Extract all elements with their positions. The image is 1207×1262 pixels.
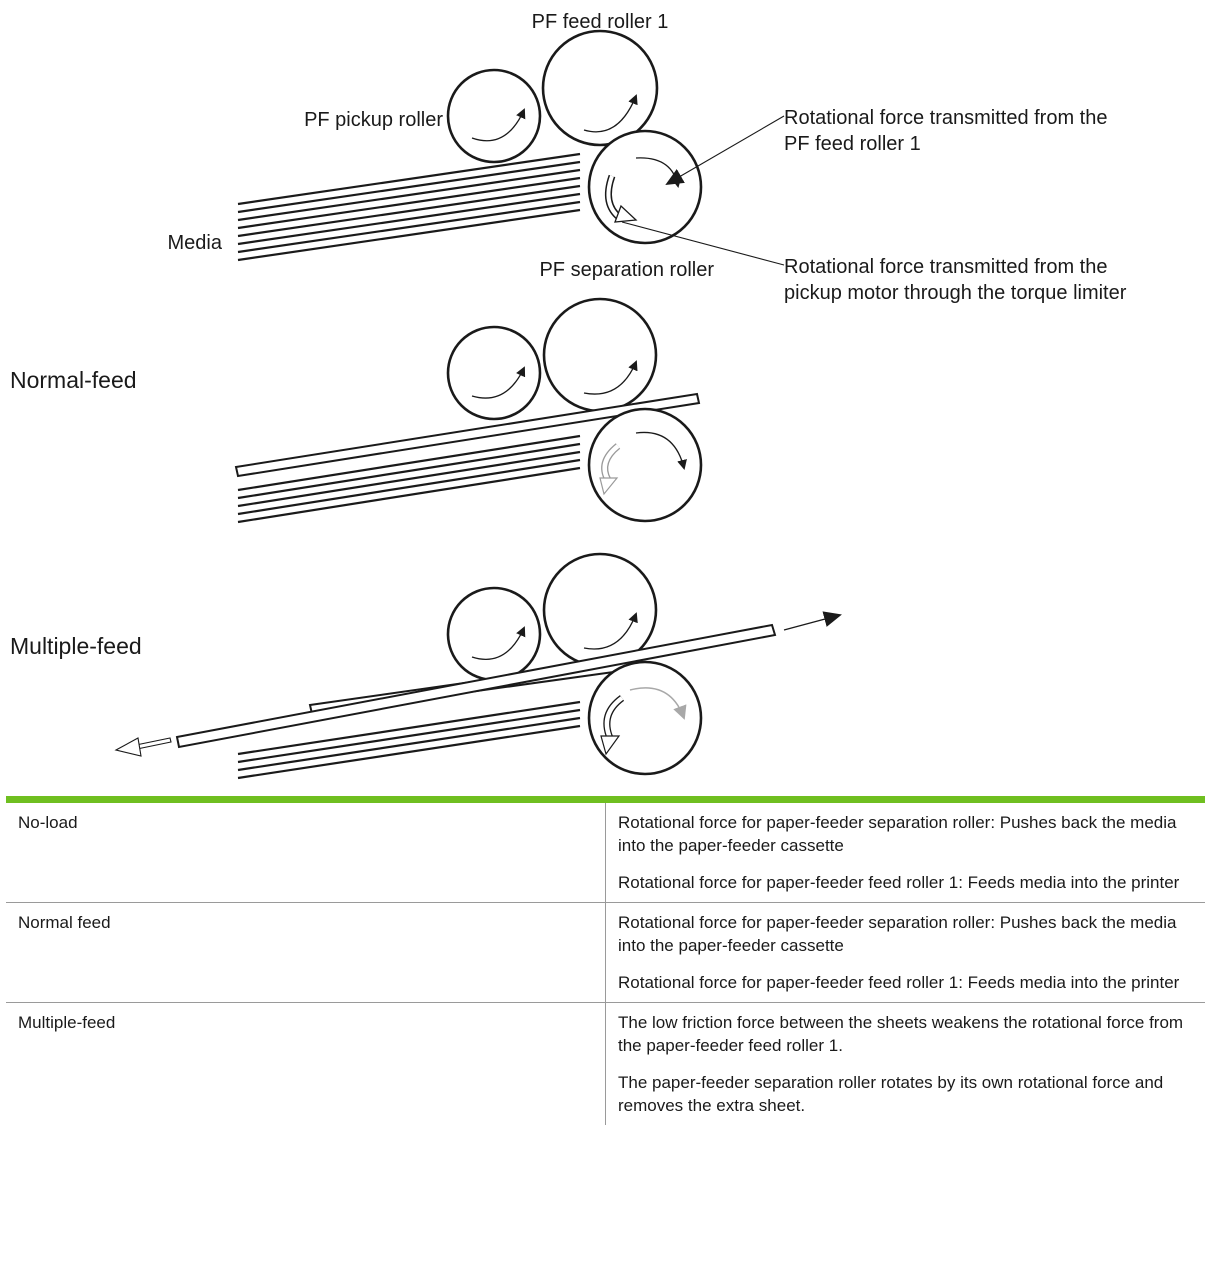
condition-cell: Multiple-feed [6, 1002, 606, 1125]
normal-feed-section-title: Normal-feed [10, 367, 137, 393]
force-from-feed-leader-arrow-icon [665, 115, 785, 186]
condition-cell: Normal feed [6, 902, 606, 1003]
separation-roller-reverse-arrow-icon [604, 174, 638, 223]
description-paragraph: The paper-feeder separation roller rotat… [618, 1073, 1164, 1115]
description-cell: Rotational force for paper-feeder separa… [605, 803, 1205, 903]
force-from-motor-leader-line [621, 221, 785, 266]
feed-roller-rotation-arrow-icon [583, 94, 638, 133]
description-paragraph: The low friction force between the sheet… [618, 1013, 1184, 1055]
fed-sheet-normal [234, 392, 701, 478]
force-from-feed-label-line1: Rotational force transmitted from the [784, 107, 1107, 129]
pickup-roller-rotation-arrow-icon [471, 108, 526, 142]
description-paragraph: Rotational force for paper-feeder separa… [618, 913, 1177, 955]
description-cell: The low friction force between the sheet… [605, 1002, 1205, 1125]
pickup-roller-multiple [446, 586, 542, 682]
pickup-roller-normal-arrow-icon [471, 366, 526, 399]
description-paragraph: Rotational force for paper-feeder feed r… [618, 973, 1180, 992]
feed-conditions-table: No-load Rotational force for paper-feede… [6, 796, 1205, 1125]
separation-roller-normal [587, 407, 703, 523]
table-row: No-load Rotational force for paper-feede… [6, 803, 1205, 903]
pickup-roller-normal [446, 325, 542, 421]
description-paragraph: Rotational force for paper-feeder separa… [618, 813, 1177, 855]
pickup-roller [446, 68, 542, 164]
feed-roller-multiple-arrow-icon [583, 612, 638, 650]
separation-roller-multiple-reverse-arrow-icon [600, 695, 625, 756]
media-stack-multiple [237, 700, 581, 780]
feed-roller-normal-arrow-icon [583, 360, 638, 395]
normal-feed-diagram: Normal-feed [10, 297, 703, 524]
no-load-diagram: PF feed roller 1 PF pickup roller Media … [168, 11, 1127, 304]
media-stack-normal [237, 434, 581, 524]
feed-roller-label: PF feed roller 1 [532, 11, 669, 33]
table-row: Normal feed Rotational force for paper-f… [6, 902, 1205, 1003]
separation-roller-multiple-forward-arrow-icon [629, 687, 687, 720]
feed-roller [541, 29, 659, 147]
multiple-feed-diagram: Multiple-feed [10, 552, 842, 780]
condition-cell: No-load [18, 813, 78, 832]
multiple-feed-section-title: Multiple-feed [10, 633, 142, 659]
separation-roller-label: PF separation roller [539, 259, 714, 281]
force-from-motor-label-line2: pickup motor through the torque limiter [784, 282, 1127, 304]
media-label: Media [168, 232, 223, 254]
separation-roller-normal-forward-arrow-icon [635, 431, 687, 470]
pickup-roller-multiple-arrow-icon [471, 626, 526, 661]
fed-sheet-multiple [175, 623, 777, 749]
separation-roller-normal-reverse-arrow-icon [599, 443, 621, 496]
force-from-motor-label-line1: Rotational force transmitted from the [784, 256, 1107, 278]
media-stack [237, 152, 581, 262]
description-cell: Rotational force for paper-feeder separa… [605, 902, 1205, 1003]
force-from-feed-label-line2: PF feed roller 1 [784, 133, 921, 155]
table-row: Multiple-feed The low friction force bet… [6, 1002, 1205, 1125]
separation-roller-multiple [587, 660, 703, 776]
separation-roller-diagram: PF feed roller 1 PF pickup roller Media … [10, 11, 1127, 780]
feed-direction-arrow-icon [783, 611, 842, 631]
description-paragraph: Rotational force for paper-feeder feed r… [618, 873, 1180, 892]
push-back-arrow-icon [114, 737, 172, 757]
table-top-rule [6, 796, 1205, 803]
pickup-roller-label: PF pickup roller [304, 109, 443, 131]
